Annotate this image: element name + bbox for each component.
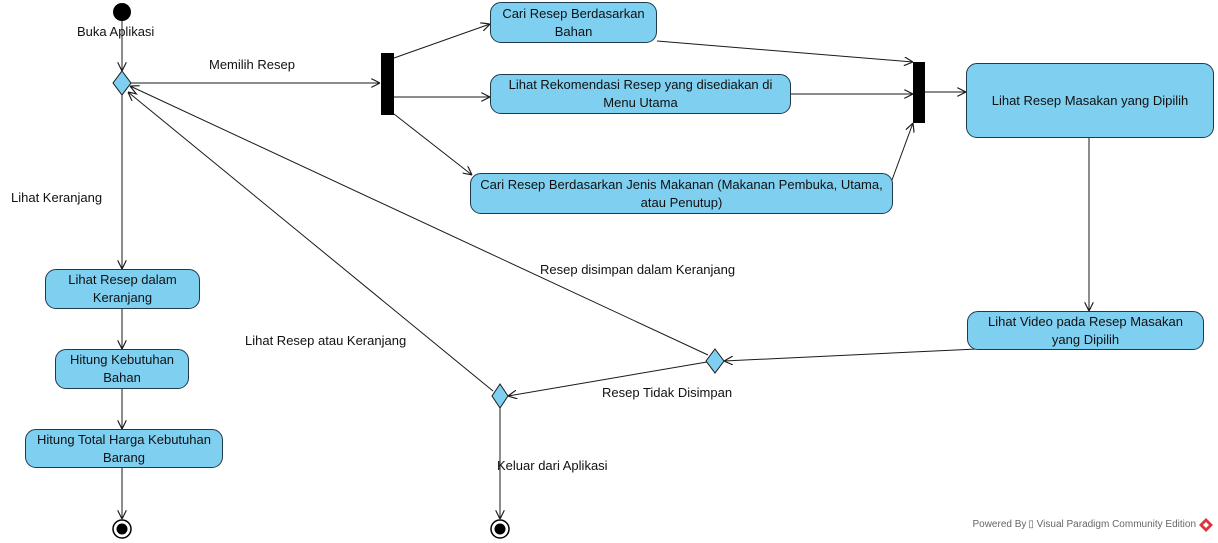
label-start: Buka Aplikasi (77, 24, 155, 39)
activity-main-menu-recommendation: Lihat Rekomendasi Resep yang disediakan … (490, 74, 791, 114)
powered-by-footer: Powered By ▯ Visual Paradigm Community E… (972, 519, 1196, 530)
final-node-cart (112, 519, 132, 539)
edge-fork-to-search-ingredient (393, 24, 490, 59)
visual-paradigm-logo-icon (1199, 518, 1213, 532)
edge-video-to-decision2 (724, 348, 978, 361)
activity-view-recipe-in-cart: Lihat Resep dalam Keranjang (45, 269, 200, 309)
activity-search-by-food-type: Cari Resep Berdasarkan Jenis Makanan (Ma… (470, 173, 893, 214)
edge-fork-to-search-type (393, 113, 472, 175)
final-node-exit (490, 519, 510, 539)
edge-decision3-to-decision1 (128, 92, 494, 392)
edge-search-ingredient-to-join (656, 40, 913, 62)
activity-view-recipe-video: Lihat Video pada Resep Masakan yang Dipi… (967, 311, 1204, 350)
label-choose-recipe: Memilih Resep (209, 57, 295, 72)
edge-decision2-to-decision1 (130, 86, 709, 356)
label-not-saved: Resep Tidak Disimpan (602, 385, 733, 400)
label-saved-in-cart: Resep disimpan dalam Keranjang (540, 262, 736, 277)
decision-node-save (705, 348, 725, 374)
initial-node (113, 3, 131, 21)
activity-count-ingredients: Hitung Kebutuhan Bahan (55, 349, 189, 389)
label-exit-app: Keluar dari Aplikasi (497, 458, 608, 473)
activity-view-selected-recipe: Lihat Resep Masakan yang Dipilih (966, 63, 1214, 138)
label-view-cart: Lihat Keranjang (11, 190, 103, 205)
activity-count-total-price: Hitung Total Harga Kebutuhan Barang (25, 429, 223, 468)
fork-bar (381, 53, 394, 115)
decision-node-main (112, 70, 132, 96)
decision-node-exit (491, 383, 509, 409)
activity-search-by-ingredient: Cari Resep Berdasarkan Bahan (490, 2, 657, 43)
edge-search-type-to-join (891, 123, 913, 181)
join-bar (913, 62, 925, 123)
label-view-recipe-or-cart: Lihat Resep atau Keranjang (245, 333, 407, 348)
edge-decision2-to-decision3 (508, 361, 708, 396)
